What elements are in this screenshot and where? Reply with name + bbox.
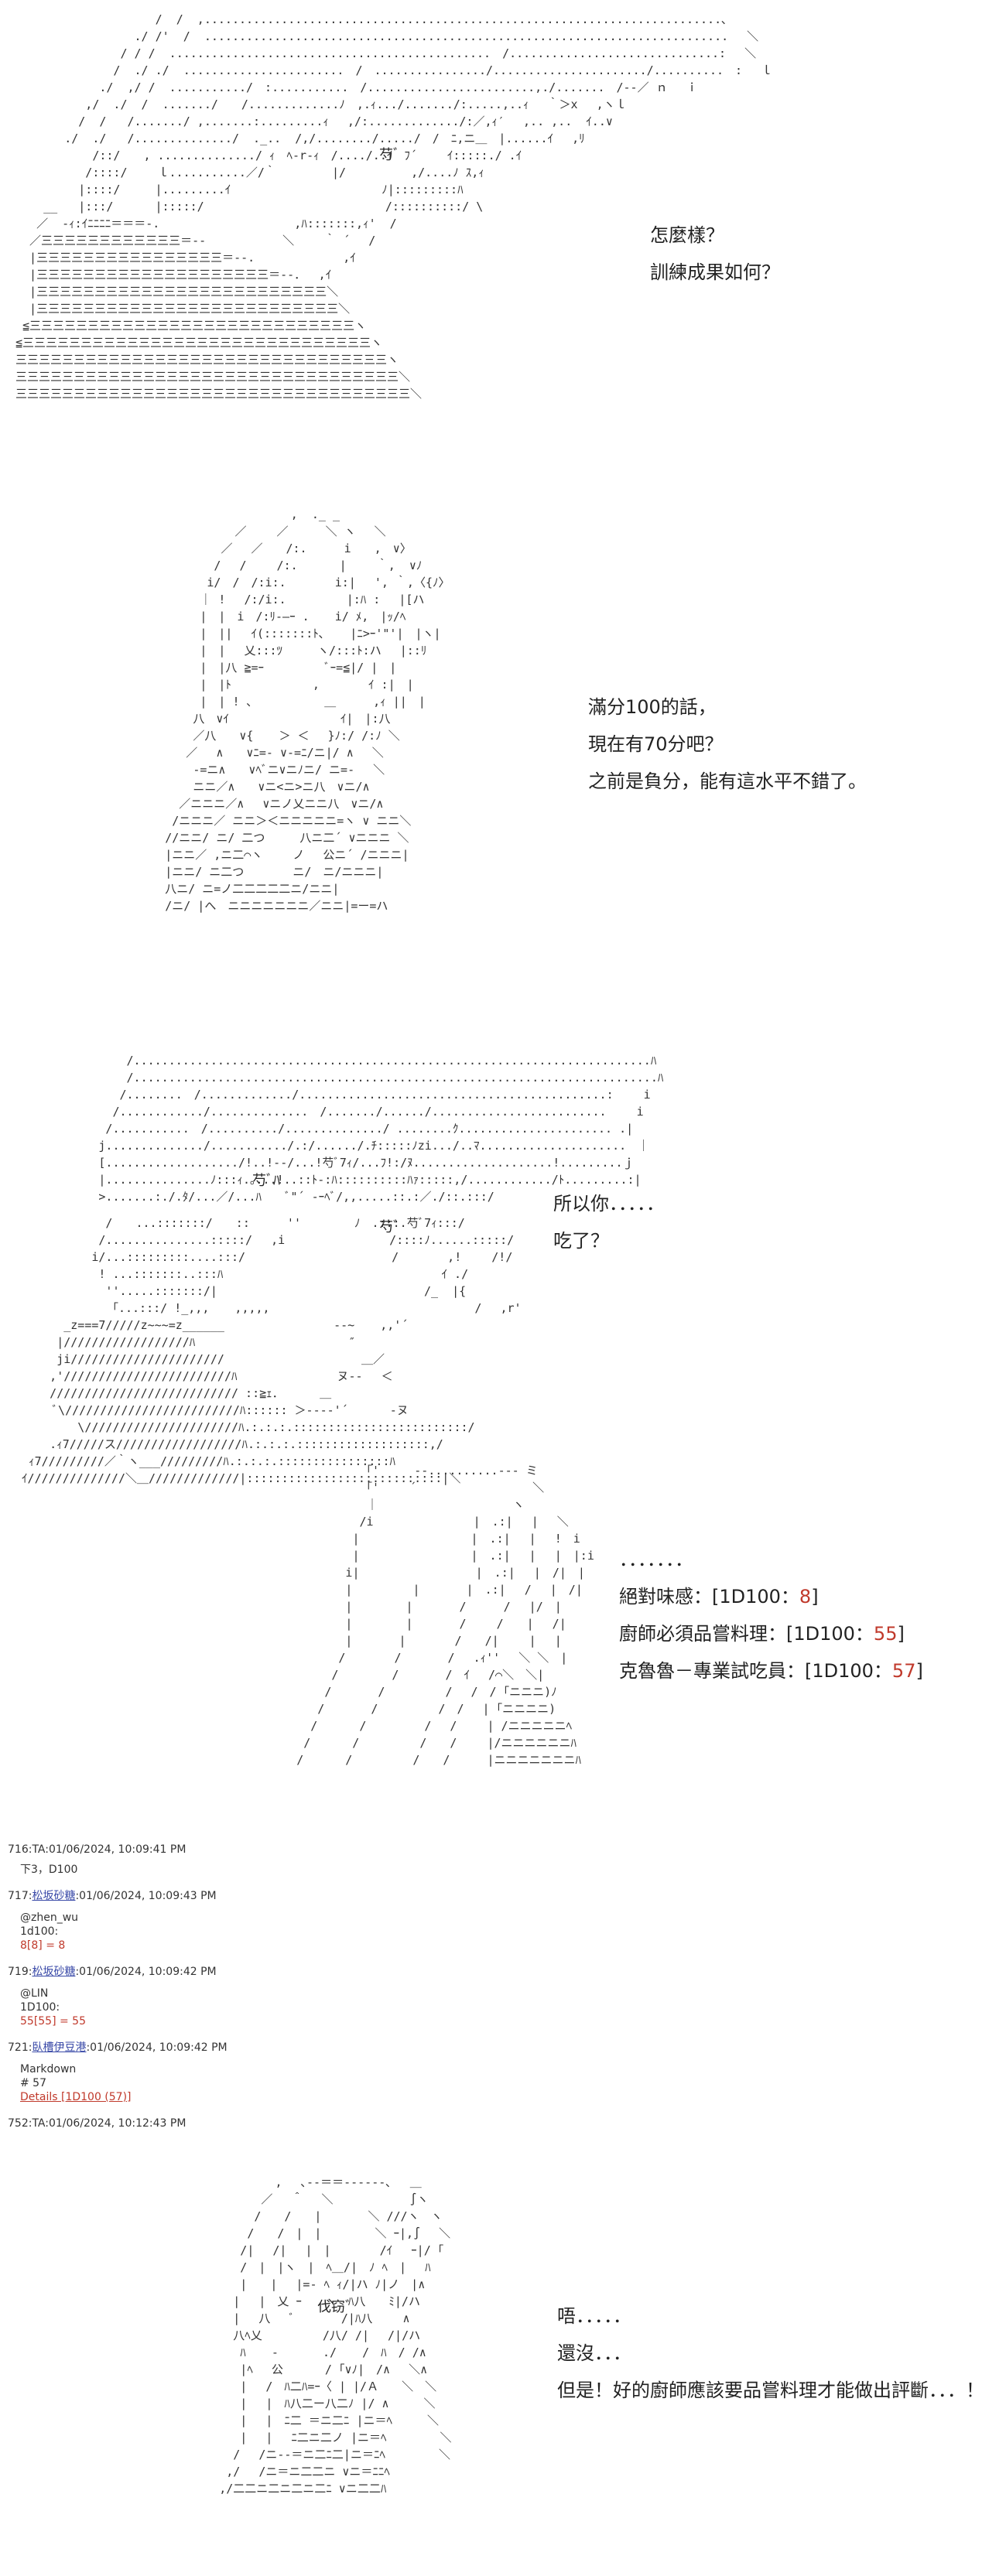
roll-label: 絕對味感：[1D100： (619, 1586, 799, 1607)
post-line: 1d100: (20, 1925, 59, 1938)
roll-line-taster: 克魯魯－專業試吃員：[1D100：57] (619, 1652, 923, 1689)
sfx-text: 芍ﾞ (379, 1219, 400, 1235)
roll-close: ] (811, 1586, 819, 1607)
dialog-line: 吃了？ (553, 1230, 609, 1252)
dialog-line: 之前是負分，能有這水平不錯了。 (588, 770, 867, 792)
details-link[interactable]: Details [1D100 (57)] (20, 2091, 132, 2103)
post-date: 01/06/2024, 10:09:43 PM (79, 1890, 217, 1902)
dialog-box: 唔．．．．． 還沒．．． 但是！好的廚師應該要品嘗料理才能做出評斷．．．！ (557, 2298, 984, 2409)
roll-result: 55[55] = 55 (20, 2015, 86, 2028)
roll-result: 8[8] = 8 (20, 1939, 66, 1952)
post-body: Markdown # 57 Details [1D100 (57)] (0, 2056, 1006, 2104)
post-number[interactable]: 752 (8, 2117, 29, 2130)
post-body: 下3，D100 (0, 1863, 1006, 1877)
dialog-line: 訓練成果如何？ (650, 261, 780, 283)
post-body: @LIN 1D100: 55[55] = 55 (0, 1980, 1006, 2028)
roll-close: ] (915, 1660, 923, 1682)
post-date: 01/06/2024, 10:09:41 PM (48, 1843, 186, 1856)
post-author[interactable]: 臥槽伊豆港 (32, 2041, 87, 2054)
post-date: 01/06/2024, 10:09:42 PM (79, 1966, 217, 1978)
ascii-art-character-back: ｢' ‐‐..........‐-‐ ミ ｢' ´ ＼ ｜ ヽ /i | .:|… (296, 1464, 594, 1767)
ascii-art-character-eating: /.......................................… (98, 1054, 664, 1204)
post-date: 01/06/2024, 10:12:43 PM (48, 2117, 186, 2130)
post-line: Markdown (20, 2063, 77, 2075)
panel-3: /.......................................… (0, 1021, 1006, 1485)
panel-4: ｢' ‐‐..........‐-‐ ミ ｢' ´ ＼ ｜ ヽ /i | .:|… (0, 1454, 1006, 1841)
post-line: 下3，D100 (20, 1864, 78, 1876)
sfx-text: 伐窃ﾞ (317, 2299, 352, 2315)
ellipsis-line: ．．．．．．． (619, 1549, 693, 1570)
panel-2: , ._ _ ／ ／ ＼ ヽ ＼ ／ ／ /:. i , ∨〉 / / /:. … (0, 495, 1006, 1021)
post-author: TA (32, 2117, 46, 2130)
roll-label: 廚師必須品嘗料理：[1D100： (619, 1623, 874, 1645)
post-number[interactable]: 717 (8, 1890, 29, 1902)
post-header: 721:臥槽伊豆港:01/06/2024, 10:09:42 PM (8, 2041, 228, 2054)
dialog-line: 怎麼樣？ (650, 224, 724, 246)
post-line: @zhen_wu (20, 1912, 79, 1924)
dialog-box: 滿分100的話， 現在有70分吧？ 之前是負分，能有這水平不錯了。 (588, 688, 867, 800)
roll-line-absolute-taste: 絕對味感：[1D100：8] (619, 1578, 923, 1615)
ascii-art-character-leaning: / / ,...................................… (15, 12, 773, 401)
panel-5: , ､‐‐＝＝‐‐‐‐‐‐､ ＿ ／ ＾ ＼ ∫ヽ / / | ＼ ///ヽ ヽ… (0, 2166, 1006, 2576)
dialog-line: 唔．．．．． (557, 2305, 631, 2327)
post-number[interactable]: 719 (8, 1966, 29, 1978)
post-line: # 57 (20, 2077, 46, 2089)
post-716: 716:TA:01/06/2024, 10:09:41 PM 下3，D100 (0, 1841, 1006, 1877)
post-header: 716:TA:01/06/2024, 10:09:41 PM (8, 1843, 186, 1856)
post-717: 717:松坂砂糖:01/06/2024, 10:09:43 PM @zhen_w… (0, 1888, 1006, 1952)
post-header: 719:松坂砂糖:01/06/2024, 10:09:42 PM (8, 1966, 217, 1978)
post-719: 719:松坂砂糖:01/06/2024, 10:09:42 PM @LIN 1D… (0, 1963, 1006, 2028)
panel-1: / / ,...................................… (0, 0, 1006, 495)
ascii-art-character-thinking: , ､‐‐＝＝‐‐‐‐‐‐､ ＿ ／ ＾ ＼ ∫ヽ / / | ＼ ///ヽ ヽ… (219, 2175, 452, 2496)
roll-label: 克魯魯－專業試吃員：[1D100： (619, 1660, 892, 1682)
post-date: 01/06/2024, 10:09:42 PM (90, 2041, 228, 2054)
roll-close: ] (897, 1623, 905, 1645)
post-author[interactable]: 松坂砂糖 (32, 1966, 76, 1978)
dialog-box: 所以你．．．．． 吃了？ (553, 1185, 665, 1259)
post-721: 721:臥槽伊豆港:01/06/2024, 10:09:42 PM Markdo… (0, 2039, 1006, 2104)
dialog-box: 怎麼樣？ 訓練成果如何？ (650, 217, 780, 291)
post-number[interactable]: 716 (8, 1843, 29, 1856)
roll-value: 57 (891, 1660, 916, 1682)
post-author[interactable]: 松坂砂糖 (32, 1890, 76, 1902)
post-line: 1D100: (20, 2001, 60, 2014)
post-number[interactable]: 721 (8, 2041, 29, 2054)
post-line: @LIN (20, 1987, 49, 2000)
post-header: 717:松坂砂糖:01/06/2024, 10:09:43 PM (8, 1890, 217, 1902)
dialog-line: 但是！好的廚師應該要品嘗料理才能做出評斷．．．！ (557, 2380, 984, 2401)
forum-posts: 716:TA:01/06/2024, 10:09:41 PM 下3，D100 7… (0, 1841, 1006, 2143)
post-752: 752:TA:01/06/2024, 10:12:43 PM (0, 2115, 1006, 2132)
roll-line-chef-taste: 廚師必須品嘗料理：[1D100：55] (619, 1615, 923, 1652)
dialog-line: 現在有70分吧？ (588, 733, 724, 755)
dialog-line: 還沒．．． (557, 2342, 631, 2364)
dialog-box: ．．．．．．． 絕對味感：[1D100：8] 廚師必須品嘗料理：[1D100：5… (619, 1541, 923, 1689)
dialog-line: 滿分100的話， (588, 696, 717, 718)
post-header: 752:TA:01/06/2024, 10:12:43 PM (8, 2117, 186, 2130)
roll-value: 8 (799, 1586, 812, 1607)
dialog-line: 所以你．．．．． (553, 1193, 665, 1215)
sfx-text: 芍ﾞﾊ (252, 1173, 280, 1189)
ascii-art-character-standing: , ._ _ ／ ／ ＼ ヽ ＼ ／ ／ /:. i , ∨〉 / / /:. … (165, 507, 450, 913)
sfx-text: 芍ﾞ (379, 147, 400, 163)
post-author: TA (32, 1843, 46, 1856)
roll-value: 55 (873, 1623, 898, 1645)
ascii-art-plate: / ...:::::::/ :: '' ﾉ .:::.芍ﾞ7ｨ:::/ /...… (22, 1216, 522, 1485)
post-body: @zhen_wu 1d100: 8[8] = 8 (0, 1905, 1006, 1952)
